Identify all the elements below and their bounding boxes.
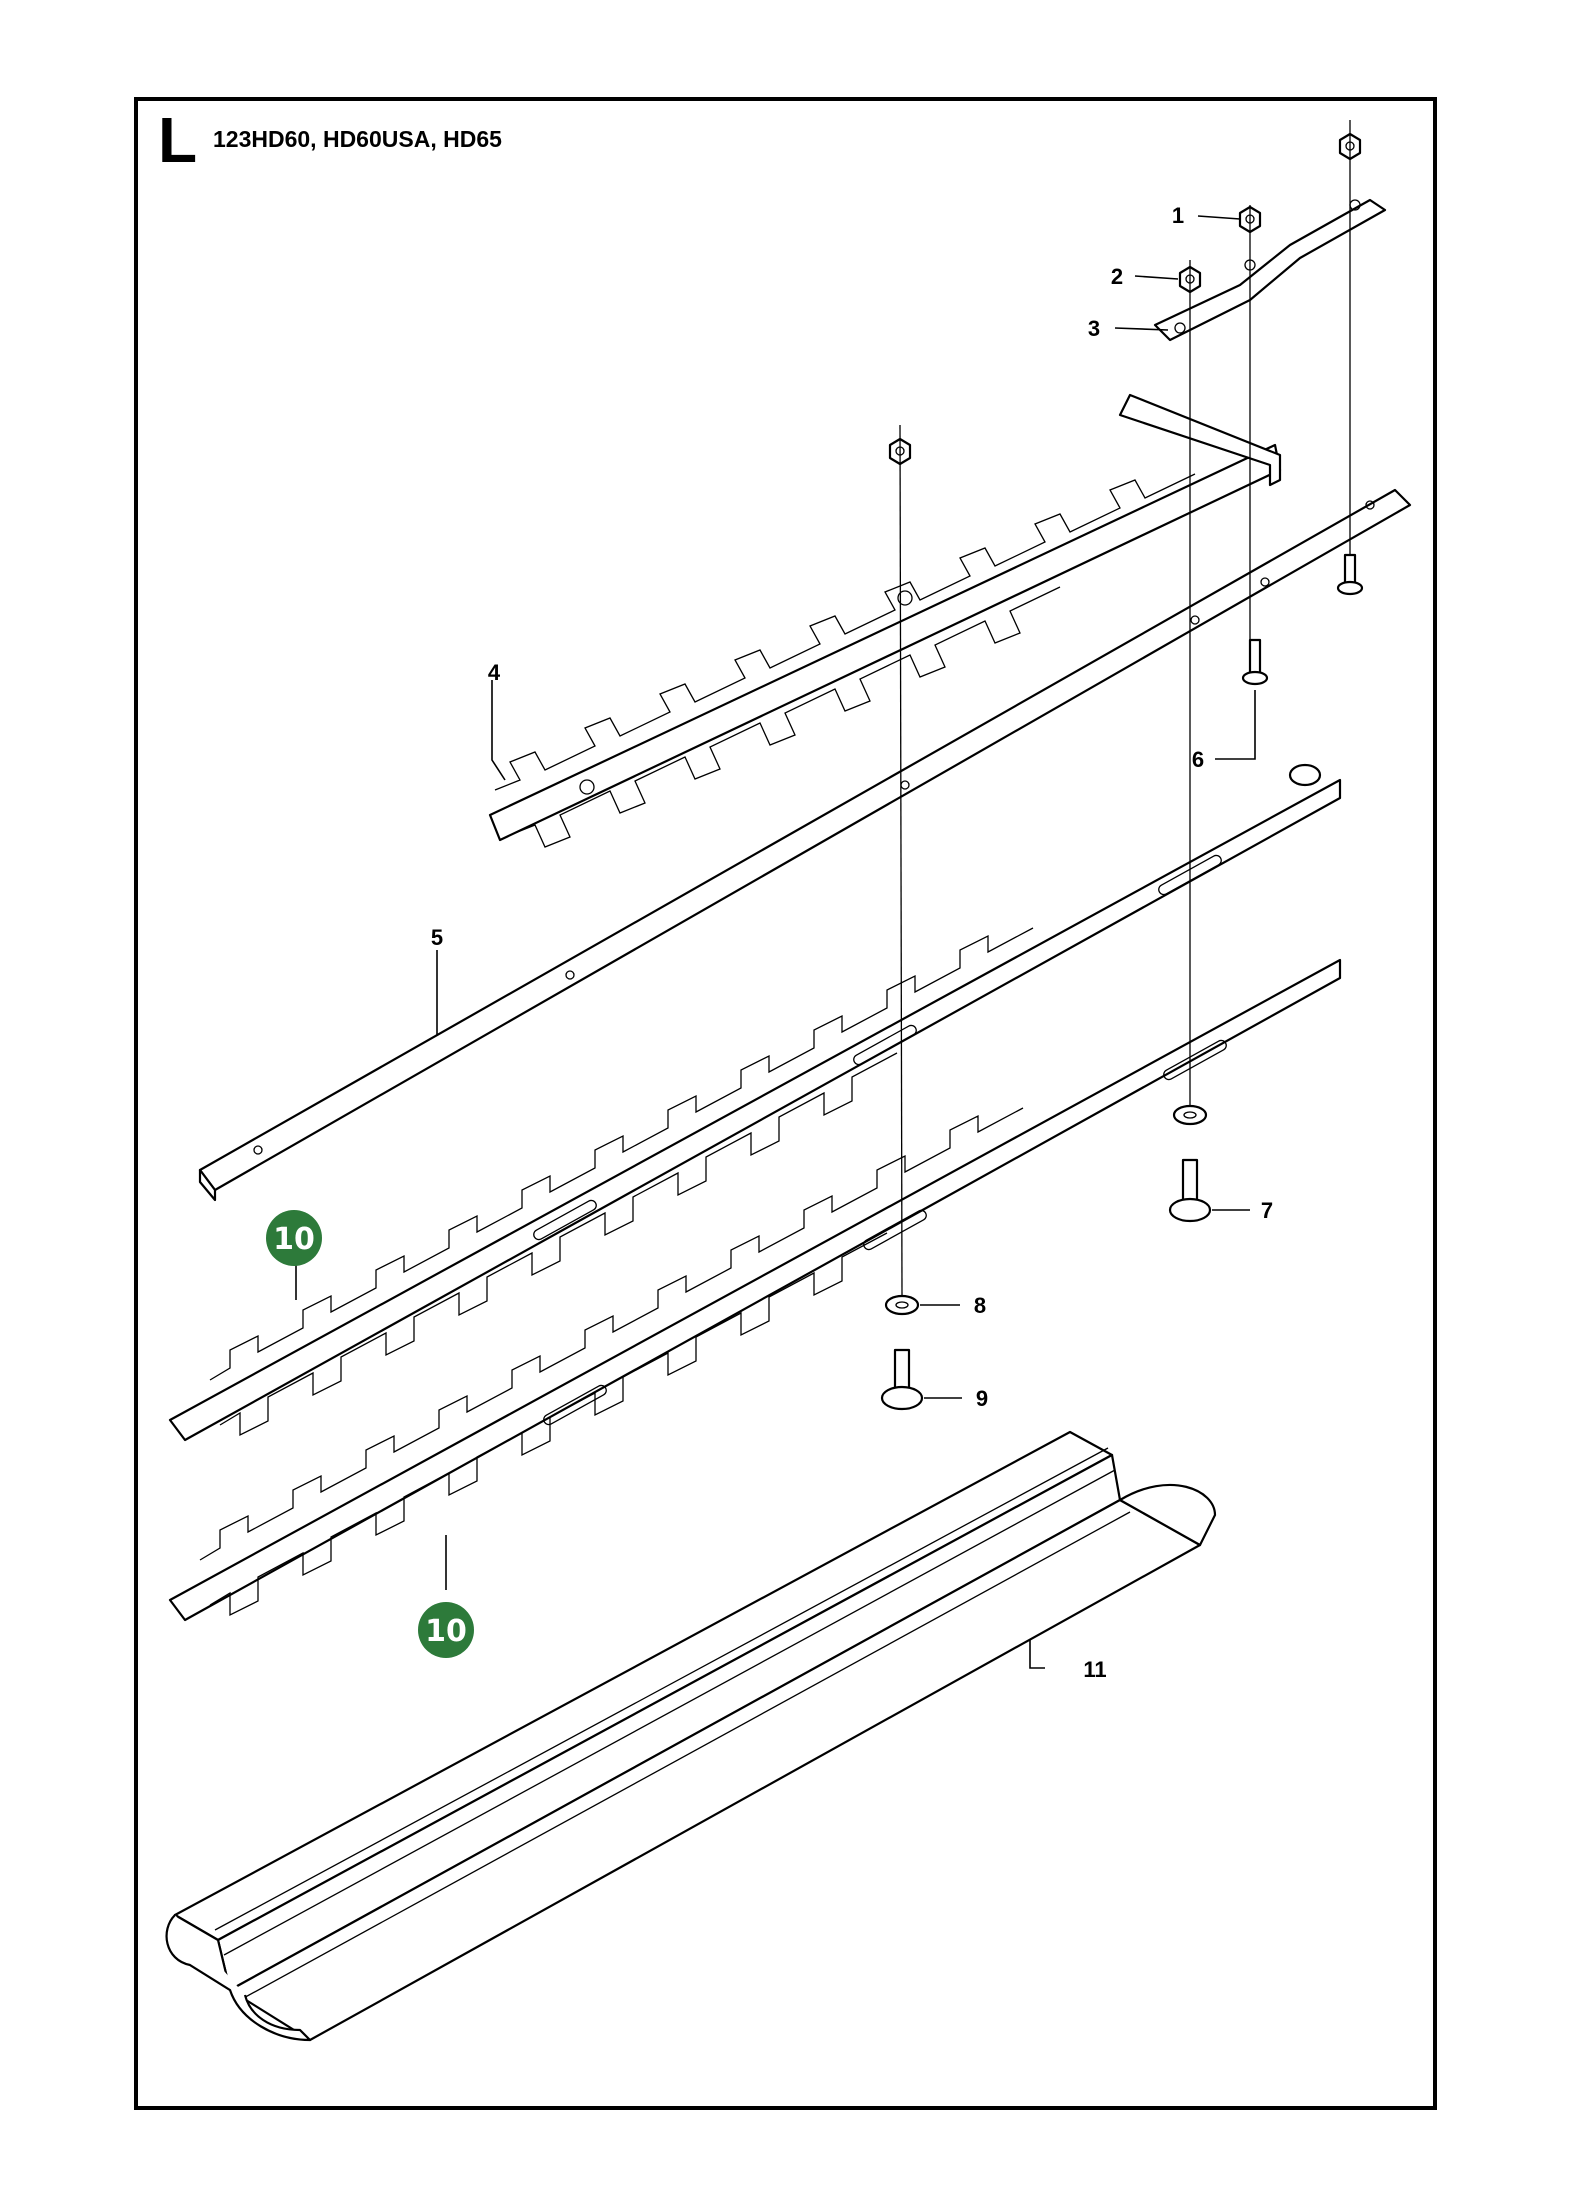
- cutter-blade-lower-part: [168, 958, 1342, 1622]
- highlight-callout-10-upper: 10: [266, 1210, 322, 1266]
- callout-labels: 1 2 3 4 5 6 7 8 9 11: [431, 203, 1273, 1682]
- svg-text:10: 10: [273, 1222, 315, 1257]
- leader-lines: [295, 215, 1256, 1669]
- blade-guard-part: [165, 1430, 1217, 2042]
- callout-2: 2: [1111, 264, 1123, 289]
- page-frame: [134, 97, 1437, 2110]
- support-plate-part: [488, 393, 1282, 848]
- bracket-part: [1153, 198, 1387, 342]
- page-section-letter: L: [158, 104, 198, 176]
- highlight-circle: [266, 1210, 322, 1266]
- callout-4: 4: [488, 660, 501, 685]
- callout-6: 6: [1192, 747, 1204, 772]
- cutter-blade-upper-part: [168, 763, 1342, 1442]
- guide-bar-part: [198, 488, 1412, 1202]
- assembly-axis-lines: [899, 120, 1351, 1296]
- svg-text:10: 10: [425, 1614, 467, 1649]
- highlight-callout-10-lower: 10: [418, 1602, 474, 1658]
- callout-1: 1: [1172, 203, 1184, 228]
- highlight-circle: [418, 1602, 474, 1658]
- callout-7: 7: [1261, 1198, 1273, 1223]
- hardware-group: [880, 132, 1364, 1411]
- callout-9: 9: [976, 1386, 988, 1411]
- page-model-list: 123HD60, HD60USA, HD65: [213, 126, 502, 152]
- callout-11: 11: [1083, 1657, 1106, 1682]
- callout-3: 3: [1088, 316, 1100, 341]
- callout-5: 5: [431, 925, 443, 950]
- callout-8: 8: [974, 1293, 986, 1318]
